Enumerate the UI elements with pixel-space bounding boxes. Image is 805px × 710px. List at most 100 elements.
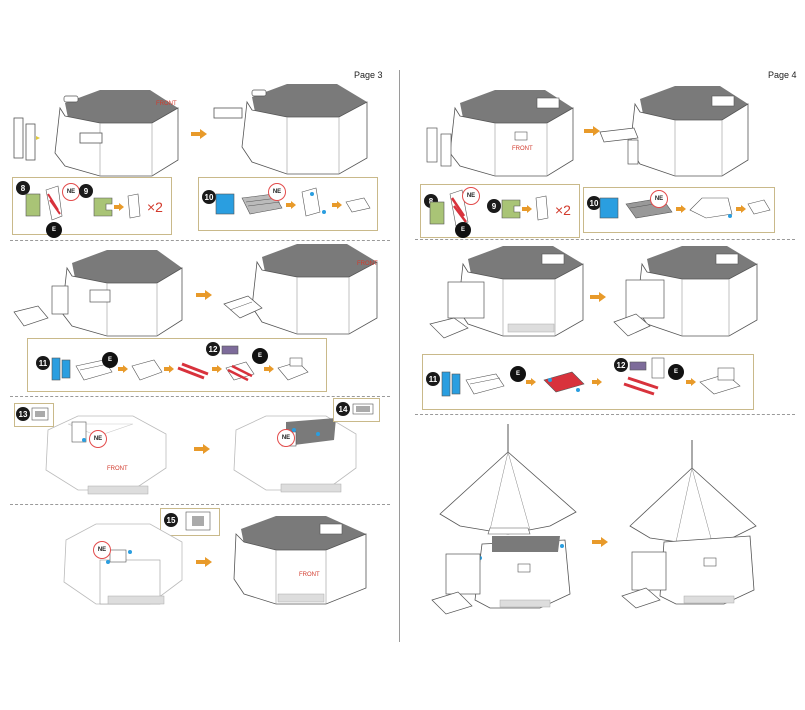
step-arrow bbox=[196, 557, 212, 567]
step-arrow bbox=[196, 290, 212, 300]
step-11-12-box bbox=[27, 338, 327, 392]
folded-part-illustration bbox=[535, 195, 549, 221]
completed-building-illustration bbox=[621, 440, 757, 609]
vent-part-illustration bbox=[352, 403, 374, 415]
part-8-illustration bbox=[429, 189, 469, 227]
folded-box-illustration bbox=[747, 199, 771, 215]
front-label: FRONT bbox=[512, 146, 533, 152]
octagon-with-porch-illustration bbox=[613, 246, 758, 337]
octagon-wireframe-illustration bbox=[45, 415, 167, 495]
steps-part-illustration bbox=[131, 359, 163, 381]
part-11-illustration bbox=[51, 357, 71, 381]
octagon-wireframe-illustration bbox=[63, 523, 183, 605]
step-arrow bbox=[590, 292, 606, 302]
step-10-badge: 10 bbox=[202, 190, 216, 204]
step-arrow bbox=[118, 365, 128, 373]
e-tag: E bbox=[510, 366, 526, 382]
row-divider bbox=[10, 396, 390, 397]
octagon-wireframe-illustration bbox=[233, 415, 357, 493]
part-9-illustration bbox=[93, 197, 113, 217]
steps-assembly-illustration bbox=[277, 357, 309, 381]
ne-tag: NE bbox=[62, 183, 80, 201]
part-10-illustration bbox=[215, 193, 235, 215]
part-10-illustration bbox=[599, 197, 619, 219]
row-divider bbox=[10, 240, 390, 241]
steps-assembly-illustration bbox=[699, 367, 741, 395]
step-12-badge: 12 bbox=[614, 358, 628, 372]
octagon-with-porch-illustration bbox=[429, 246, 584, 339]
red-steps-illustration bbox=[623, 376, 659, 396]
step-arrow bbox=[264, 365, 274, 373]
front-label: FRONT bbox=[107, 466, 128, 472]
step-arrow bbox=[592, 537, 608, 547]
part-11-illustration bbox=[441, 371, 461, 397]
octagon-base-illustration bbox=[54, 90, 179, 177]
step-arrow bbox=[191, 129, 207, 139]
e-tag: E bbox=[668, 364, 684, 380]
octagon-base-illustration bbox=[213, 84, 368, 175]
step-11-badge: 11 bbox=[426, 372, 440, 386]
e-tag: E bbox=[455, 222, 471, 238]
folded-part-illustration bbox=[127, 193, 141, 219]
octagon-with-porch-illustration bbox=[223, 244, 378, 335]
octagon-base-illustration bbox=[233, 516, 367, 605]
red-steps-illustration bbox=[225, 361, 255, 382]
row-divider bbox=[415, 414, 795, 415]
step-arrow bbox=[522, 205, 532, 213]
front-label: FRONT bbox=[299, 572, 320, 578]
window-part-illustration bbox=[185, 511, 211, 531]
step-arrow bbox=[676, 205, 686, 213]
part-8-illustration bbox=[25, 185, 63, 221]
step-12-badge: 12 bbox=[206, 342, 220, 356]
step-14-badge: 14 bbox=[336, 402, 350, 416]
quantity-label: ×2 bbox=[555, 202, 571, 218]
page-divider bbox=[399, 70, 400, 642]
steps-assembly-illustration bbox=[651, 357, 665, 379]
step-arrow bbox=[194, 444, 210, 454]
part-9-illustration bbox=[501, 199, 521, 219]
e-tag: E bbox=[102, 352, 118, 368]
step-8-badge: 8 bbox=[16, 181, 30, 195]
step-arrow bbox=[286, 201, 296, 209]
step-8-9-box bbox=[420, 184, 580, 238]
step-10-badge: 10 bbox=[587, 196, 601, 210]
steps-part-illustration bbox=[465, 373, 505, 395]
octagon-with-porch-illustration bbox=[13, 250, 183, 337]
step-arrow bbox=[526, 378, 536, 386]
step-arrow bbox=[212, 365, 222, 373]
ne-tag: NE bbox=[89, 430, 107, 448]
step-arrow bbox=[332, 201, 342, 209]
fold-step-illustration bbox=[301, 187, 326, 217]
step-11-badge: 11 bbox=[36, 356, 50, 370]
step-9-badge: 9 bbox=[487, 199, 501, 213]
ne-tag: NE bbox=[462, 187, 480, 205]
step-arrow bbox=[592, 378, 602, 386]
ne-tag: NE bbox=[93, 541, 111, 559]
e-tag: E bbox=[46, 222, 62, 238]
step-arrow bbox=[736, 205, 746, 213]
step-9-badge: 9 bbox=[79, 184, 93, 198]
quantity-label: ×2 bbox=[147, 199, 163, 215]
step-13-badge: 13 bbox=[16, 407, 30, 421]
step-arrow bbox=[686, 378, 696, 386]
ne-tag: NE bbox=[277, 429, 295, 447]
ne-tag: NE bbox=[268, 183, 286, 201]
octagon-base-illustration bbox=[599, 86, 749, 177]
red-steps-illustration bbox=[177, 362, 209, 380]
row-divider bbox=[415, 239, 795, 240]
front-label: FRONT bbox=[357, 261, 378, 267]
front-label: FRONT bbox=[156, 101, 177, 107]
vent-part-illustration bbox=[31, 407, 49, 421]
part-12-illustration bbox=[629, 361, 647, 371]
step-arrow bbox=[114, 203, 124, 211]
red-steps-illustration bbox=[543, 371, 585, 393]
ne-tag: NE bbox=[650, 190, 668, 208]
roof-assembly-illustration bbox=[431, 424, 577, 615]
step-arrow bbox=[164, 365, 174, 373]
row-divider bbox=[10, 504, 390, 505]
step-arrow bbox=[584, 126, 600, 136]
fold-step-illustration bbox=[689, 197, 733, 219]
e-tag: E bbox=[252, 348, 268, 364]
door-frame-parts bbox=[13, 117, 40, 161]
step-15-badge: 15 bbox=[164, 513, 178, 527]
